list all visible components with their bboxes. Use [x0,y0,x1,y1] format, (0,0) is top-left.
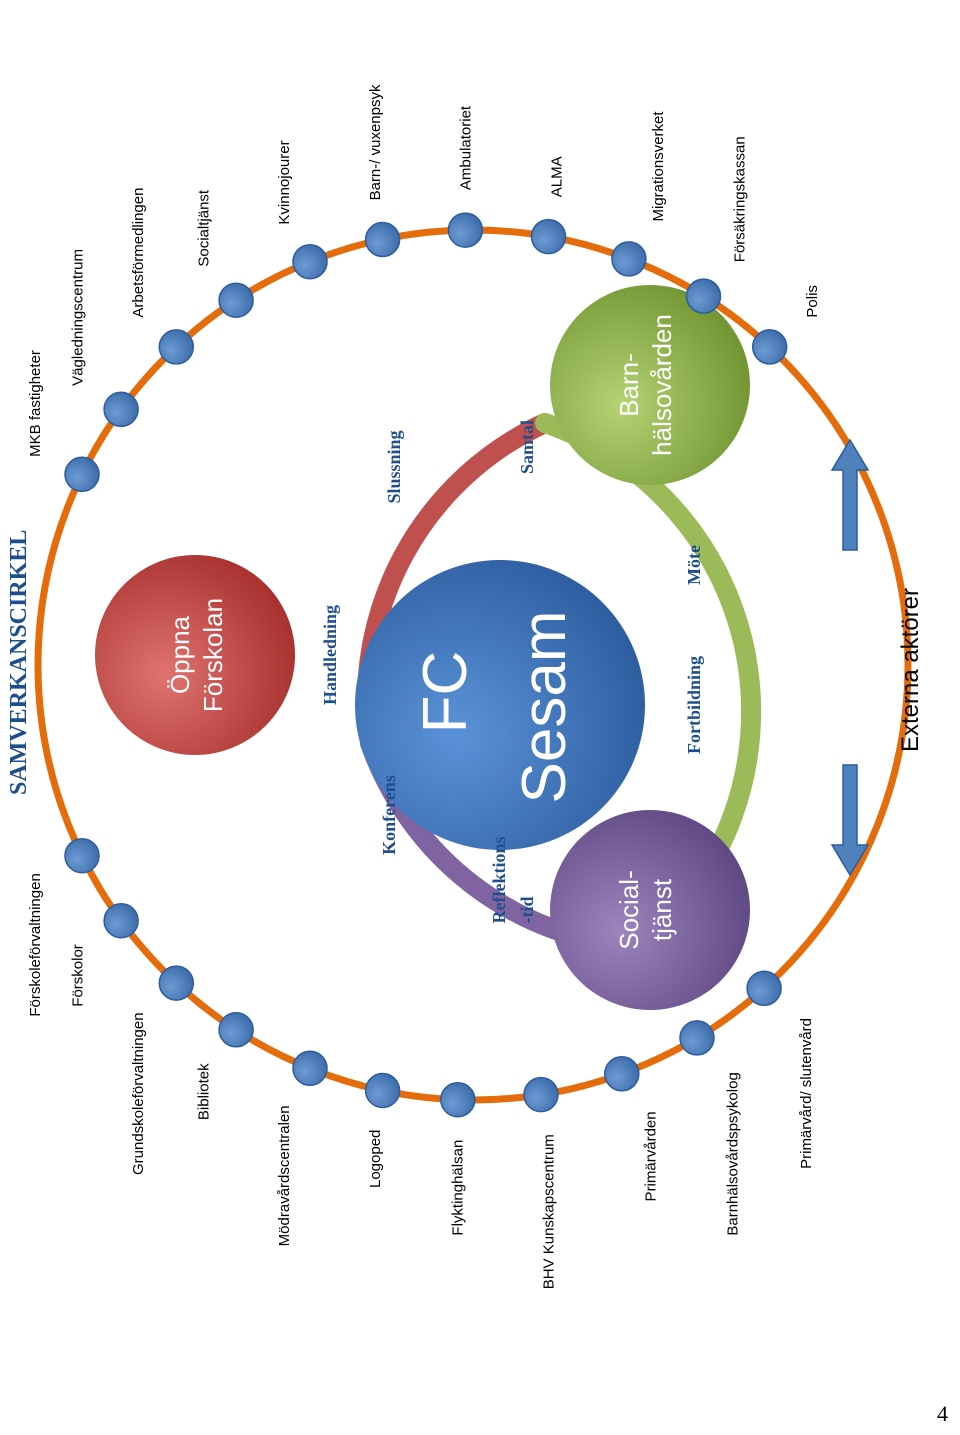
arrow-left [830,764,870,877]
actor-dot [64,456,100,493]
activity-mote: Möte [684,545,704,585]
actor-dot [158,329,195,365]
actor-label: Vägledningscentrum [70,249,87,386]
actor-dot [679,1020,715,1056]
actor-label: Förskoleförvaltningen [27,873,44,1016]
center-circle [355,560,645,850]
center-label-sesam: Sesam [510,611,579,804]
activity-konferens: Konferens [379,775,399,855]
node-social-services-line1: Social- [614,870,644,949]
actors-layer: Förskoleförvaltningen FörskolorGrundskole… [27,84,821,1289]
actor-dot [218,1012,254,1048]
actor-label: Bibliotek [195,1063,212,1120]
center-label-fc: FC [411,651,480,734]
actor-dot [292,1050,328,1087]
arrow-right [830,438,870,551]
actor-dot [746,970,782,1007]
actor-dot [364,1072,401,1109]
node-open-preschool [95,555,295,755]
node-child-health [550,285,750,485]
actor-dot [523,1076,559,1113]
actor-label: BHV Kunskapscentrum [540,1134,557,1289]
node-social-services [550,810,750,1010]
node-open-preschool-line2: Förskolan [198,598,228,712]
actor-dot [103,902,139,939]
actor-dot [364,221,401,258]
actor-label: Barn-/ vuxenpsyk [367,84,384,200]
actor-label: Polis [804,285,821,318]
actor-label: MKB fastigheter [27,350,44,457]
diagram-title: SAMVERKANSCIRKEL [6,530,32,795]
activity-reflektionstid-2: -tid [517,897,537,924]
activity-samtal: Samtal [517,420,537,474]
actor-dot [685,278,722,314]
node-open-preschool-line1: Öppna [165,615,195,694]
actor-dot [292,243,328,280]
activity-handledning: Handledning [320,605,340,705]
node-social-services-line2: tjänst [647,878,677,941]
external-actors-label: Externa aktörer [897,588,924,752]
actor-label: ALMA [549,156,566,197]
node-child-health-line2: hälsovården [647,314,677,456]
actor-label: Grundskoleförvaltningen [130,1012,147,1175]
actor-dot [440,1081,476,1118]
actor-label: Kvinnojourer [276,140,293,224]
actor-label: Ambulatoriet [458,105,475,190]
actor-label: Förskolor [70,944,87,1007]
actor-label: Mödravårdscentralen [276,1105,293,1246]
actor-label: Primärvård/ slutenvård [798,1018,815,1169]
actor-dot [158,965,195,1001]
actor-label: Försäkringskassan [732,136,749,262]
actor-dot [64,837,100,874]
node-child-health-line1: Barn- [614,353,644,417]
actor-label: Arbetsförmedlingen [130,188,147,318]
activity-slussning: Slussning [384,430,404,503]
activity-reflektionstid-1: Reflektions [489,837,509,924]
actor-label: Primärvården [643,1111,660,1201]
actor-label: Flyktinghälsan [449,1140,466,1236]
actor-dot [218,282,254,318]
page-number: 4 [937,1401,948,1426]
actor-dot [103,391,139,428]
actor-dot [530,218,567,255]
actor-dot [611,241,647,277]
actor-label: Migrationsverket [650,111,667,222]
actor-dot [751,329,788,365]
actor-label: Logoped [367,1130,384,1188]
activity-fortbildning: Fortbildning [684,656,704,754]
actor-dot [447,212,484,248]
actor-label: Socialtjänst [195,189,212,267]
actor-dot [604,1056,640,1092]
actor-label: Barnhälsovårdspsykolog [725,1072,742,1235]
